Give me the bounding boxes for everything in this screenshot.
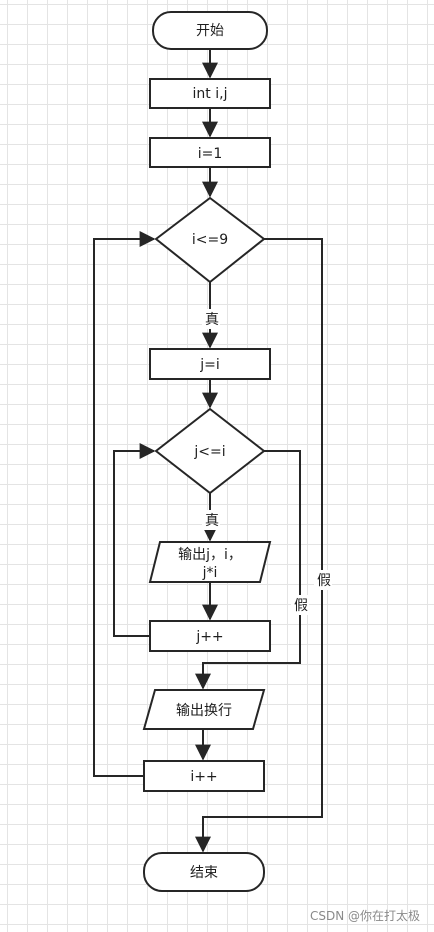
node-cond-i-label: i<=9 xyxy=(192,232,228,248)
node-cond-i: i<=9 xyxy=(154,196,266,284)
watermark: CSDN @你在打太极 xyxy=(310,908,420,923)
edge-inc-i-loop-back-to-cond-i xyxy=(93,231,156,777)
node-init-j-label: j=i xyxy=(199,357,220,373)
node-output: 输出j，i， j*i xyxy=(148,541,272,583)
node-inc-i: i++ xyxy=(143,760,265,792)
edge-cond-i-false-to-end xyxy=(195,238,323,853)
node-declare: int i,j xyxy=(149,78,271,109)
edge-labels: 真 真 假 假 xyxy=(202,309,332,615)
node-inc-j: j++ xyxy=(149,620,271,652)
node-cond-j: j<=i xyxy=(154,407,266,495)
node-start-label: 开始 xyxy=(196,23,224,39)
node-cond-j-label: j<=i xyxy=(193,444,225,460)
node-end-label: 结束 xyxy=(190,865,218,881)
node-start: 开始 xyxy=(152,11,268,50)
edge-label-cond-i-false: 假 xyxy=(317,573,331,589)
edge-label-cond-j-false: 假 xyxy=(294,598,308,614)
node-inc-i-label: i++ xyxy=(190,769,217,785)
node-output-label-line1: 输出j，i， xyxy=(178,547,242,563)
node-declare-label: int i,j xyxy=(193,86,228,102)
edge-inc-j-loop-back-to-cond-j xyxy=(113,443,156,637)
edge-label-cond-i-true: 真 xyxy=(205,312,219,328)
node-init-j: j=i xyxy=(149,348,271,380)
node-init-i: i=1 xyxy=(149,137,271,168)
node-newline-label: 输出换行 xyxy=(176,702,232,719)
node-output-label-line2: j*i xyxy=(202,565,218,581)
edge-label-cond-j-true: 真 xyxy=(205,513,219,529)
node-newline: 输出换行 xyxy=(142,689,266,730)
edges xyxy=(93,49,323,853)
node-init-i-label: i=1 xyxy=(198,146,223,162)
node-end: 结束 xyxy=(143,852,265,892)
edge-cond-j-false-to-newline xyxy=(195,450,301,690)
node-inc-j-label: j++ xyxy=(195,629,223,645)
